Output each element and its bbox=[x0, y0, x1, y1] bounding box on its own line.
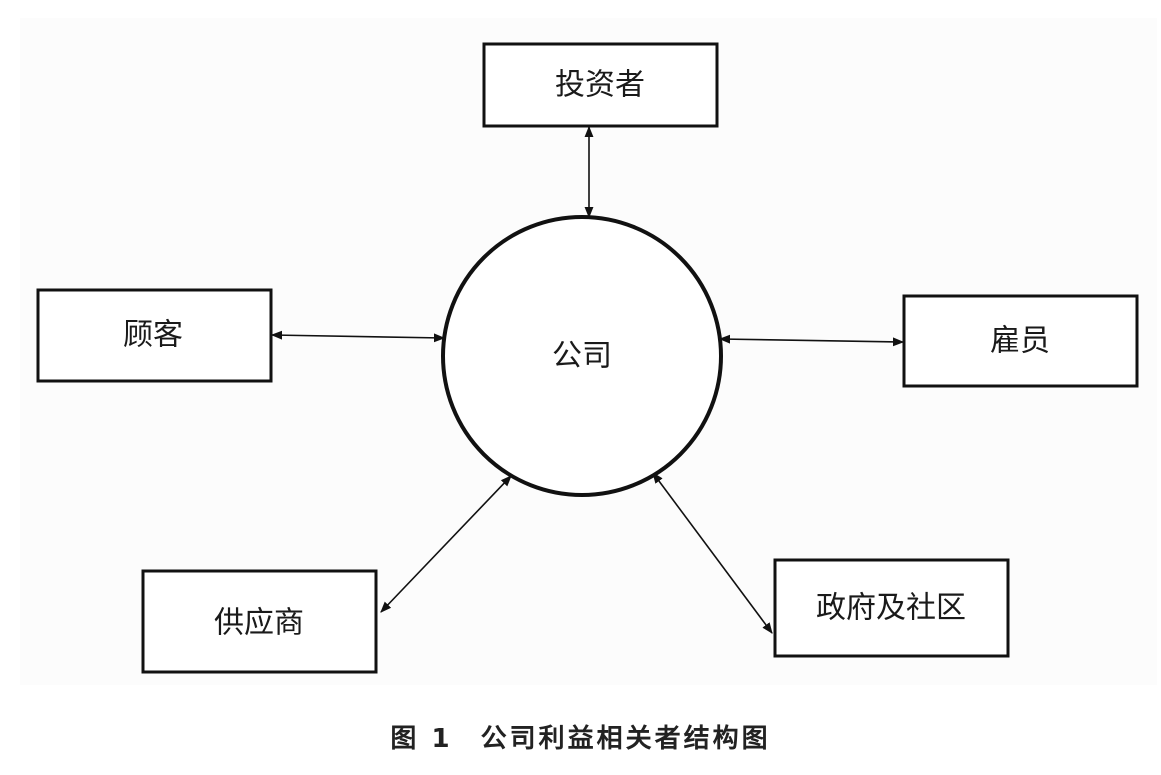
node-employee: 雇员 bbox=[902, 294, 1139, 388]
stakeholder-diagram: 公司 投资者 顾客 雇员 供应商 政府及社区 bbox=[36, 42, 1139, 674]
node-supplier-label: 供应商 bbox=[214, 606, 304, 641]
node-customer: 顾客 bbox=[36, 288, 273, 383]
edge-government bbox=[652, 472, 773, 634]
figure-title: 公司利益相关者结构图 bbox=[480, 724, 771, 754]
node-investor-label: 投资者 bbox=[555, 68, 645, 103]
node-investor: 投资者 bbox=[482, 42, 719, 128]
node-government-label: 政府及社区 bbox=[816, 591, 966, 626]
edge-employee bbox=[718, 334, 905, 347]
figure-caption: 图 1 公司利益相关者结构图 bbox=[0, 718, 1161, 755]
edge-supplier bbox=[380, 475, 512, 613]
edge-customer bbox=[270, 330, 446, 343]
node-customer-label: 顾客 bbox=[123, 318, 183, 353]
figure-number: 图 1 bbox=[390, 724, 453, 754]
node-company-label: 公司 bbox=[552, 339, 612, 374]
node-supplier: 供应商 bbox=[141, 569, 378, 674]
node-employee-label: 雇员 bbox=[990, 324, 1050, 359]
node-government: 政府及社区 bbox=[773, 558, 1010, 658]
node-company: 公司 bbox=[441, 215, 723, 497]
